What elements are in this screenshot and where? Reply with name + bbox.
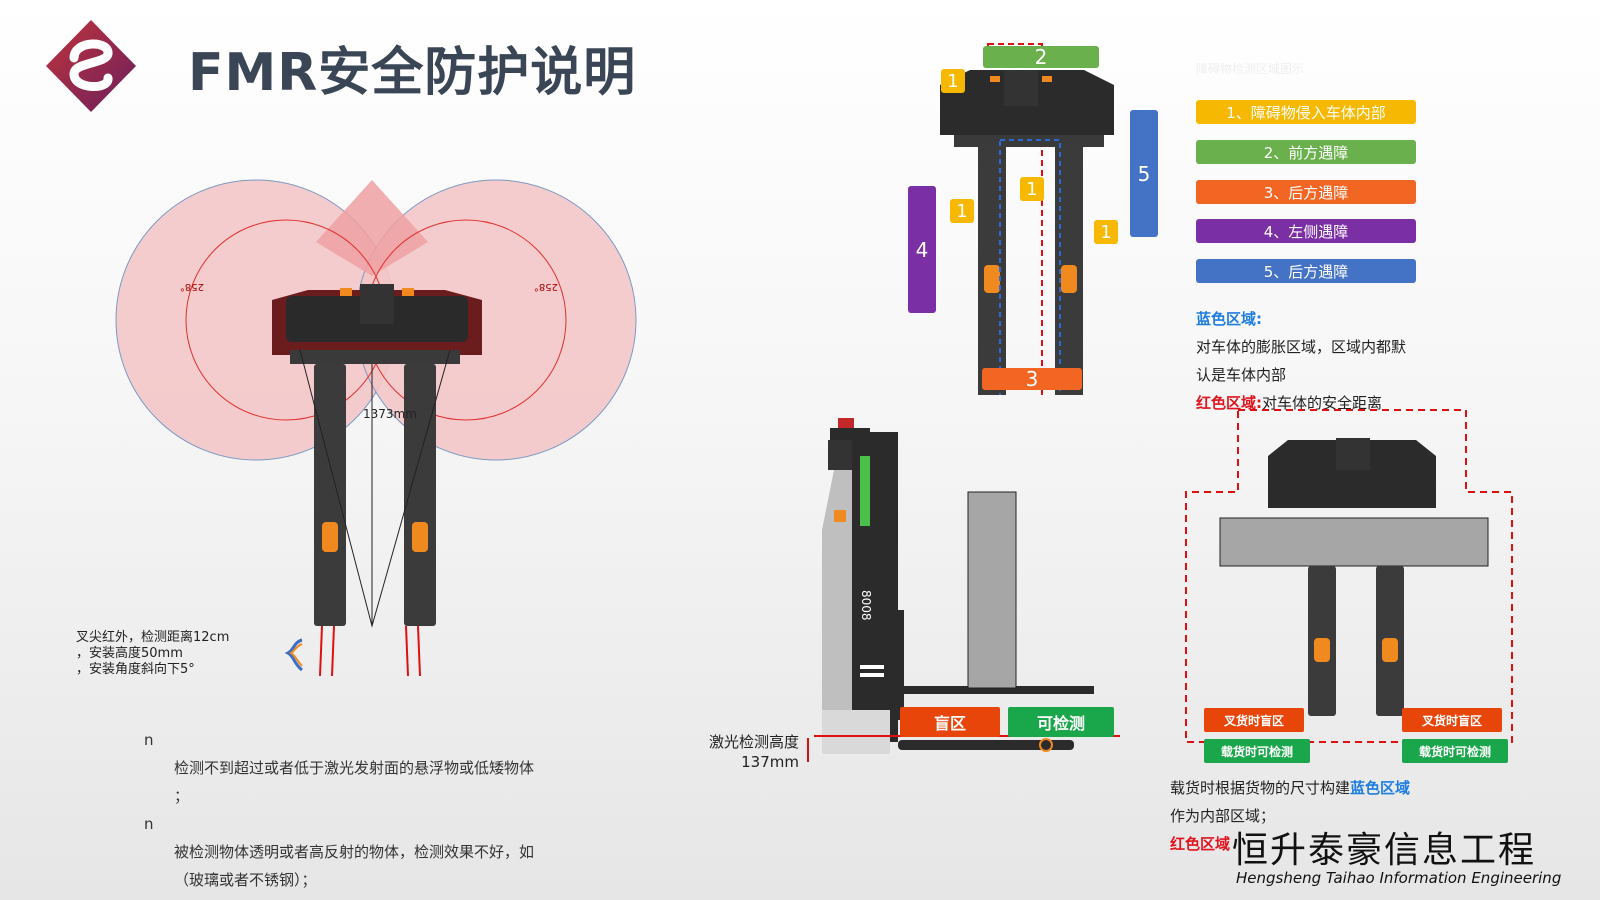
blue-zone-title: 蓝色区域: [1196,305,1406,333]
load-detect-tag-right: 载货时可检测 [1402,739,1508,763]
zone-number-rear: 3 [982,368,1082,390]
zone-number-inside: 1 [1020,177,1044,201]
limitation-list: n 检测不到超过或者低于激光发射面的悬浮物或低矮物体 ； n 被检测物体透明或者… [144,726,534,894]
fork-tip-note: 叉尖红外，检测距离12cm ，安装高度50mm ，安装角度斜向下5° [76,630,229,678]
legend-caption-faded: 障碍物检测区域图示 [1196,60,1304,77]
watermark-cn: 恒升泰豪信息工程 [1232,832,1536,870]
zone-number-right: 5 [1130,110,1158,237]
legend-item-3: 3、后方遇障 [1196,180,1416,204]
zone-number-inside: 1 [950,199,974,223]
bullet-mark: n [144,726,534,754]
bullet-text-cont: ； [144,782,534,810]
load-detect-tag-left: 载货时可检测 [1204,739,1310,763]
bullet-mark: n [144,810,534,838]
distance-label: 1373mm [363,407,417,421]
blind-zone-tag: 盲区 [900,707,1000,737]
angle-label-left: 258° [180,281,204,292]
zone-number-inside: 1 [941,69,965,93]
angle-label-right: 258° [534,281,558,292]
blue-zone-desc: 对车体的膨胀区域，区域内都默 [1196,333,1406,361]
blue-zone-desc-cont: 认是车体内部 [1196,361,1406,389]
loaded-view-diagram [1180,408,1520,758]
bullet-text-cont: （玻璃或者不锈钢）； [144,866,534,894]
company-logo [44,18,138,114]
detectable-zone-tag: 可检测 [1008,707,1114,737]
zone-explanation: 蓝色区域: 对车体的膨胀区域，区域内都默 认是车体内部 红色区域:对车体的安全距… [1196,305,1406,417]
legend-item-4: 4、左侧遇障 [1196,219,1416,243]
page-title: FMR安全防护说明 [188,30,636,105]
top-view-safety-diagram: 258° 258° 1373mm [110,150,640,690]
laser-height-label: 激光检测高度 137mm [703,732,799,772]
zone-number-inside: 1 [1094,220,1118,244]
zone-number-left: 4 [908,186,936,313]
legend-item-2: 2、前方遇障 [1196,140,1416,164]
legend-item-1: 1、障碍物侵入车体内部 [1196,100,1416,124]
model-label: 8008 [859,590,873,621]
bullet-text: 被检测物体透明或者高反射的物体，检测效果不好，如 [144,838,534,866]
legend-item-5: 5、后方遇障 [1196,259,1416,283]
watermark-en: Hengsheng Taihao Information Engineering [1236,869,1561,887]
bullet-text: 检测不到超过或者低于激光发射面的悬浮物或低矮物体 [144,754,534,782]
zone-number-front: 2 [983,46,1099,68]
fork-blind-tag-right: 叉货时盲区 [1402,708,1502,732]
fork-blind-tag-left: 叉货时盲区 [1204,708,1304,732]
